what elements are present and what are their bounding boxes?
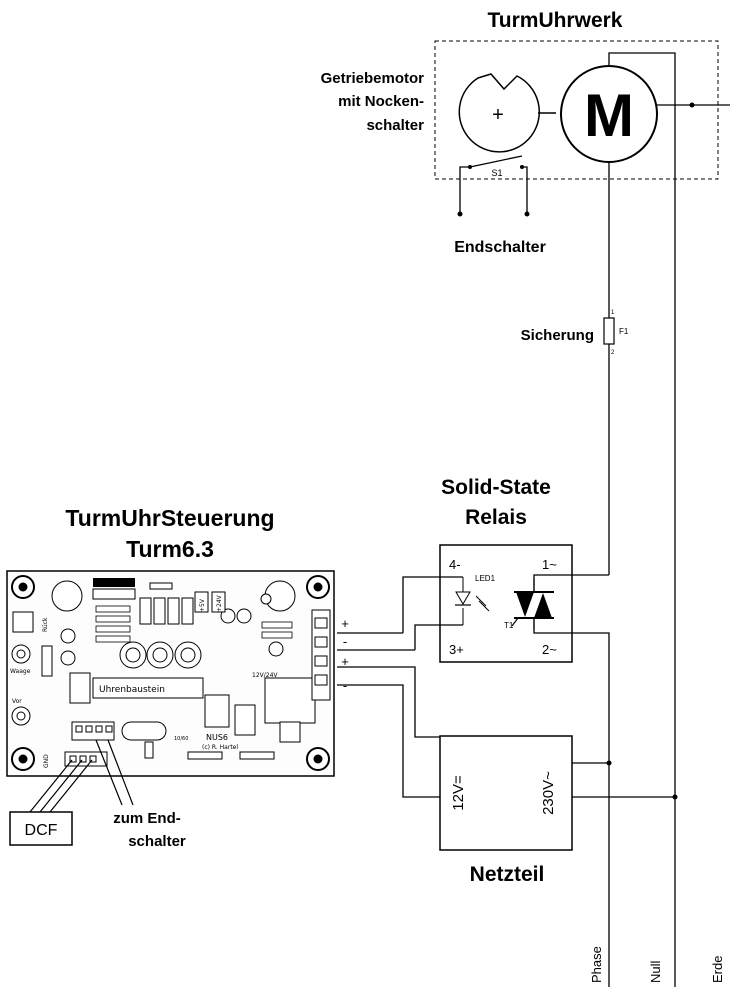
pcb-big-caps — [60, 593, 284, 669]
relay-pin-3: 3+ — [449, 642, 464, 657]
switch-s1: S1 — [468, 155, 524, 178]
fuse-pin2: 2 — [611, 350, 615, 356]
netzteil-title: Netzteil — [470, 863, 545, 886]
motor-m-label: M — [584, 82, 634, 149]
relay-triac — [511, 578, 554, 630]
pcb-regulators — [139, 591, 226, 625]
pcb-chip-label: Uhrenbaustein — [99, 685, 165, 695]
controller-pcb: +5V +24V Rück Waage Vor — [6, 570, 335, 777]
relay-pin-1: 1~ — [542, 557, 557, 572]
relay-led-ref: LED1 — [475, 574, 496, 583]
relay-pin-4: 4- — [449, 557, 461, 572]
turmuhrwerk-frame — [434, 40, 719, 180]
pcb-dcf-connector — [64, 751, 108, 767]
controller-minus-2: - — [343, 678, 347, 693]
fuse-ref: F1 — [619, 327, 629, 336]
mains-null: Null — [648, 960, 663, 983]
endschalter-wires — [95, 739, 134, 806]
netzteil-ac-label: 230V~ — [540, 771, 557, 815]
relay-pin-2: 2~ — [542, 642, 557, 657]
mains-phase: Phase — [589, 946, 604, 983]
netzteil-dc-label: 12V= — [450, 775, 467, 811]
controller-title: TurmUhrSteuerung — [65, 505, 274, 531]
nocken-label: mit Nocken- — [338, 93, 424, 110]
pcb-ic — [92, 677, 204, 699]
pcb-1060-label: 10/60 — [174, 736, 188, 742]
getriebemotor-label: Getriebemotor — [321, 70, 425, 87]
fuse-pin1: 1 — [611, 310, 615, 316]
fuse-f1: F1 1 2 — [603, 310, 629, 356]
dcf-label: DCF — [25, 822, 58, 839]
zum-endschalter-line1: zum End- — [113, 810, 181, 827]
pcb-buttons — [11, 611, 34, 726]
pcb-endschalter-connector — [71, 721, 115, 741]
pcb-vor-label: Vor — [12, 698, 22, 705]
schalter-label: schalter — [366, 117, 424, 134]
pcb-terminal-block — [311, 609, 331, 701]
pcb-24v-label: +24V — [216, 594, 223, 612]
pcb-mounting-holes — [11, 575, 330, 771]
controller-minus-1: - — [343, 634, 347, 649]
turmuhrwerk-title: TurmUhrwerk — [488, 9, 623, 32]
zum-endschalter-line2: schalter — [128, 833, 186, 850]
pcb-nus-label: NUS6 — [206, 733, 228, 742]
pcb-5v-label: +5V — [199, 598, 206, 612]
relay-box — [439, 544, 573, 663]
controller-subtitle: Turm6.3 — [126, 536, 214, 562]
netzteil-box — [439, 735, 573, 851]
relay-title2: Relais — [465, 506, 527, 529]
pcb-crystal — [121, 721, 167, 741]
relay-triac-ref: T1 — [504, 621, 514, 630]
controller-plus-1: + — [341, 616, 349, 631]
pcb-gnd-label: GND — [43, 754, 50, 768]
pcb-copyright: (c) R. Hartel — [202, 744, 238, 751]
pcb-resistors — [95, 605, 293, 643]
mains-erde: Erde — [710, 956, 725, 983]
sicherung-label: Sicherung — [521, 327, 594, 344]
cam-plus-symbol: + — [492, 104, 504, 126]
pcb-bottom-parts — [144, 677, 316, 760]
pcb-waage-label: Waage — [10, 668, 31, 675]
pcb-top-caps — [51, 580, 296, 624]
relay-led — [455, 577, 490, 625]
switch-s1-label: S1 — [491, 168, 502, 178]
dcf-box — [9, 811, 73, 846]
motor-symbol: M — [560, 65, 658, 163]
dcf-wires — [29, 759, 93, 813]
relay-title: Solid-State — [441, 476, 551, 499]
endschalter-label: Endschalter — [454, 239, 546, 256]
cam-disk: + — [458, 73, 540, 153]
pcb-rueck-label: Rück — [42, 617, 49, 632]
controller-plus-2: + — [341, 654, 349, 669]
pcb-volt-label: 12V/24V — [252, 672, 278, 679]
